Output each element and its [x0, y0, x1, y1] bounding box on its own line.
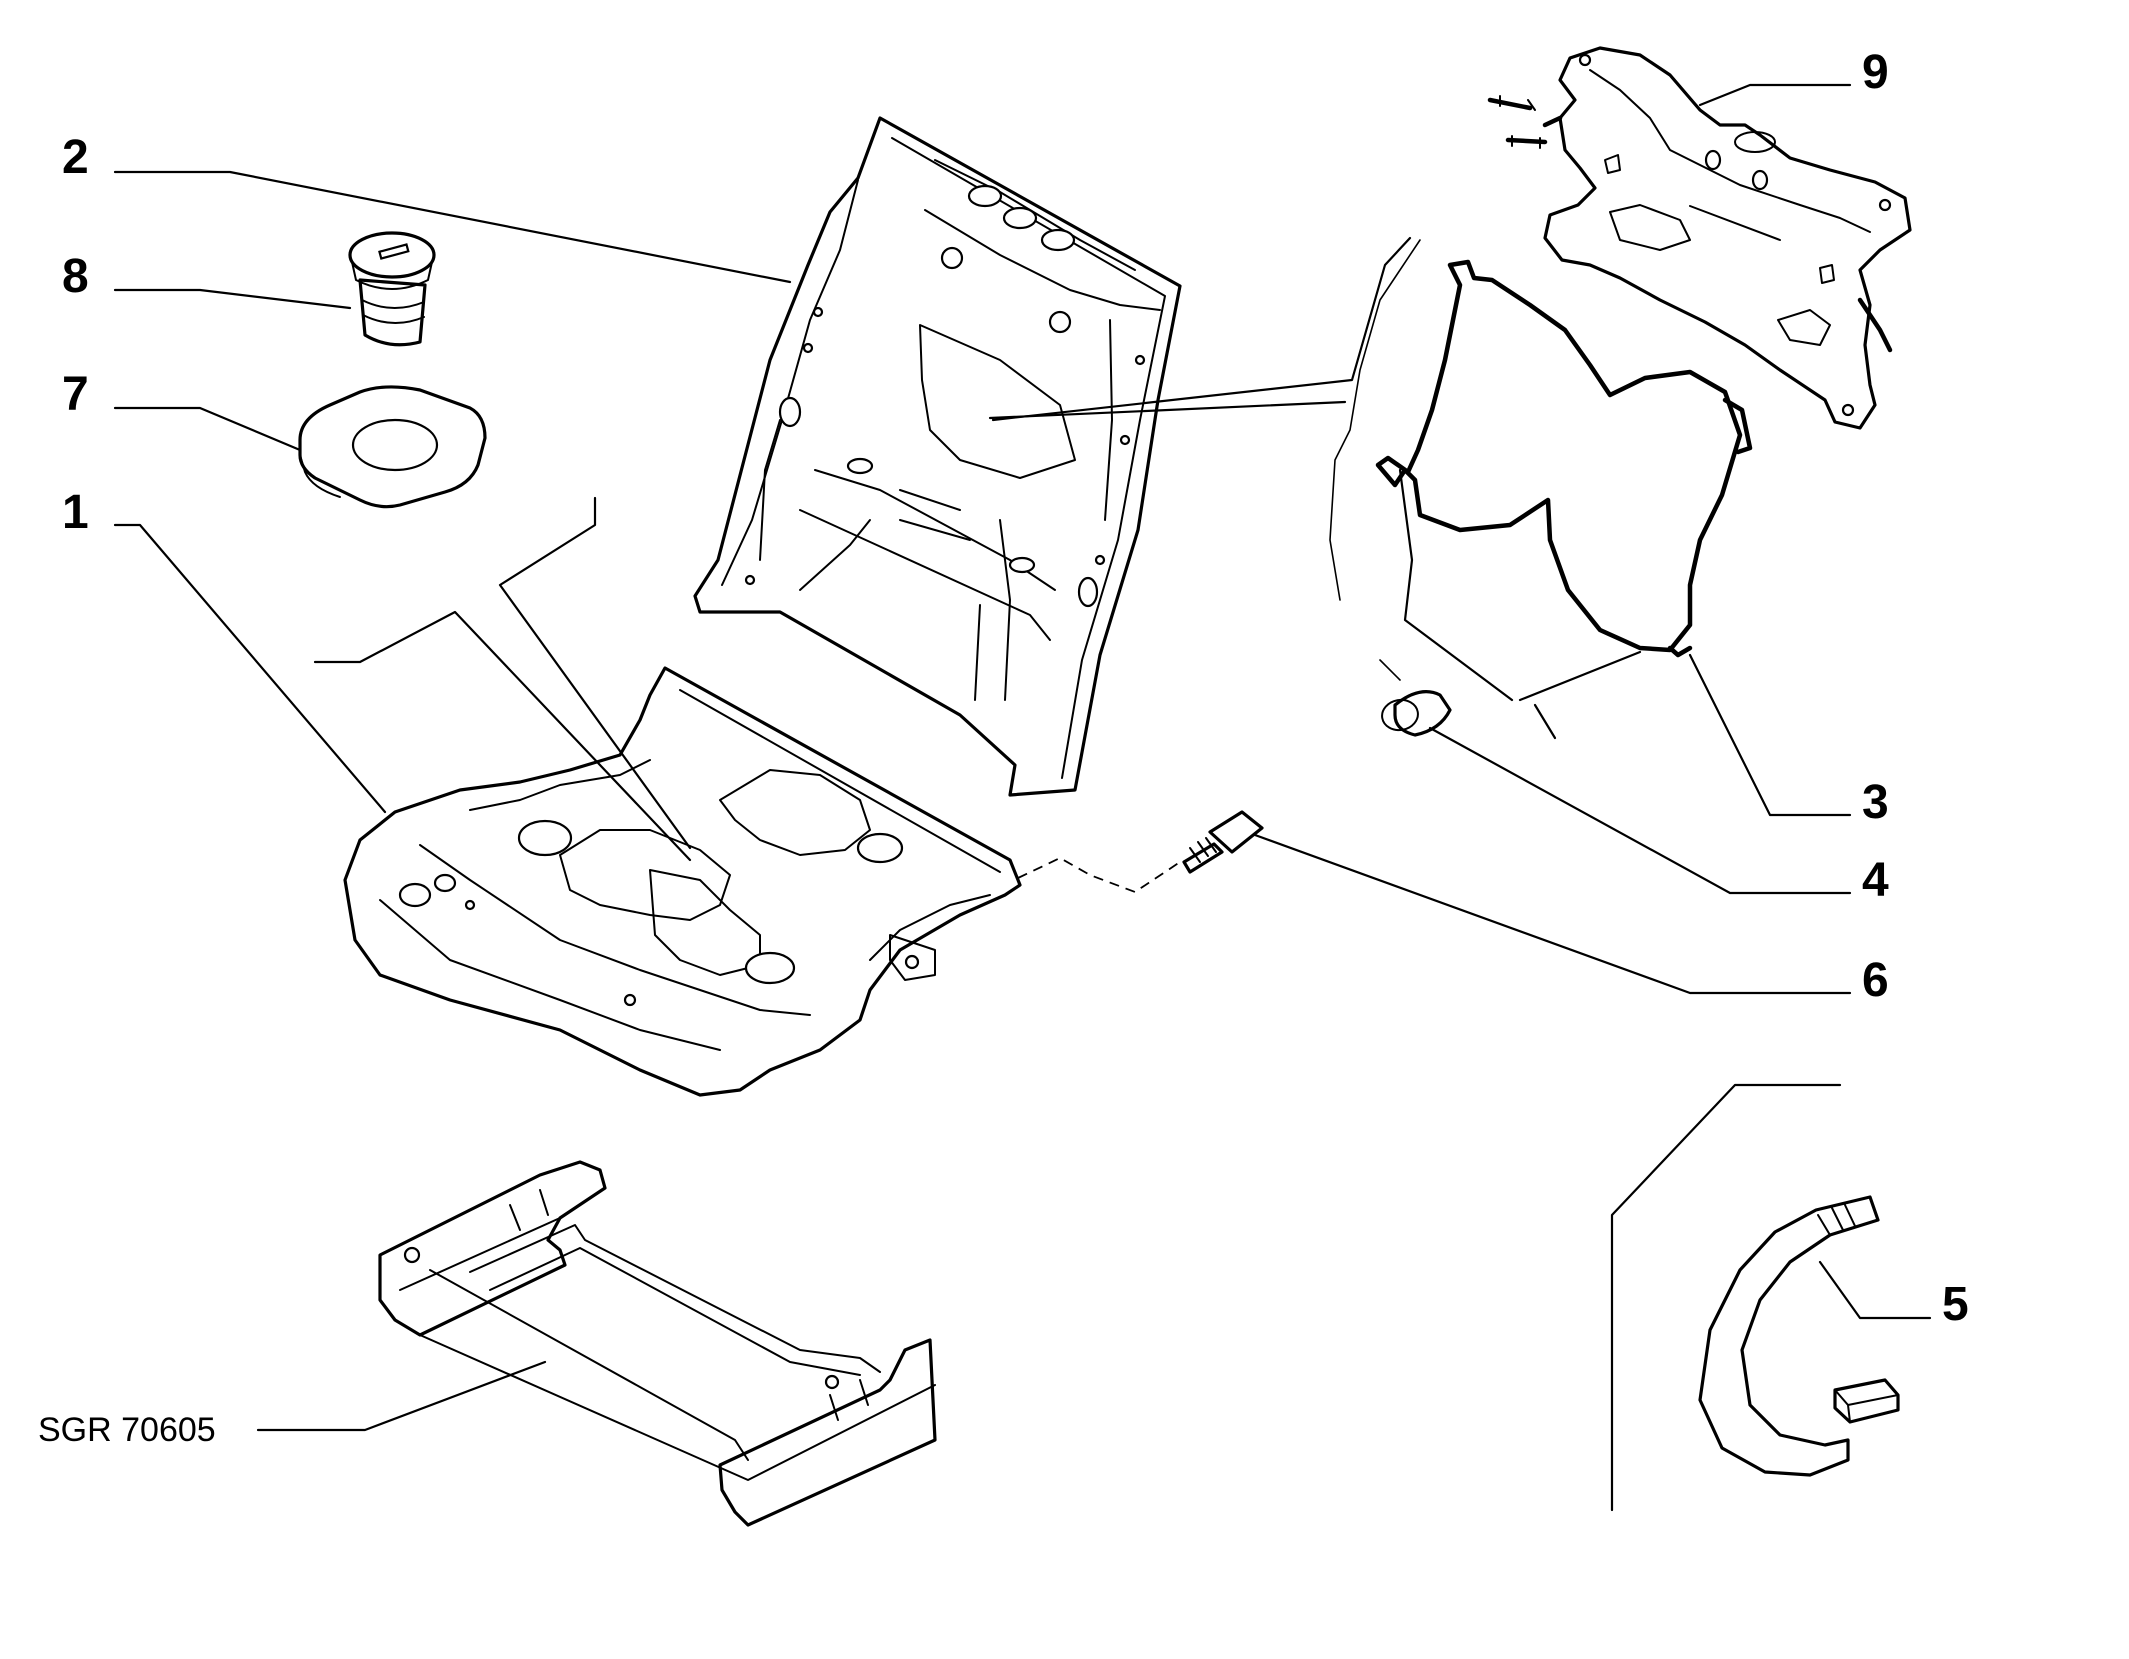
callout-9: 9: [1862, 46, 1889, 99]
bolt-assembly-dashline: [1017, 856, 1181, 894]
bolt-part: [1182, 810, 1264, 874]
callout-5: 5: [1942, 1278, 1969, 1331]
sleeve-part: [1381, 690, 1452, 737]
leader-lines: [113, 83, 1932, 1512]
reference-code: SGR 70605: [38, 1411, 216, 1449]
callouts: 2 8 7 1 9 3 4 6 5 SGR 70605: [38, 46, 1969, 1449]
seat-cushion-pan-part: [343, 666, 1022, 1097]
plug-part: [348, 231, 436, 347]
spring-wire-frame-part: [1329, 239, 1753, 681]
callout-2: 2: [62, 131, 89, 184]
strap-part: [1698, 1195, 1900, 1477]
backrest-frame-part: [693, 116, 1182, 797]
callout-7: 7: [62, 368, 89, 421]
callout-8: 8: [62, 250, 89, 303]
bracket-plate-part: [1487, 46, 1912, 430]
callout-4: 4: [1862, 854, 1889, 907]
callout-1: 1: [62, 486, 89, 539]
seat-rail-frame-part: [378, 1160, 937, 1527]
callout-6: 6: [1862, 954, 1889, 1007]
square-pad-part: [298, 385, 487, 509]
callout-3: 3: [1862, 776, 1889, 829]
